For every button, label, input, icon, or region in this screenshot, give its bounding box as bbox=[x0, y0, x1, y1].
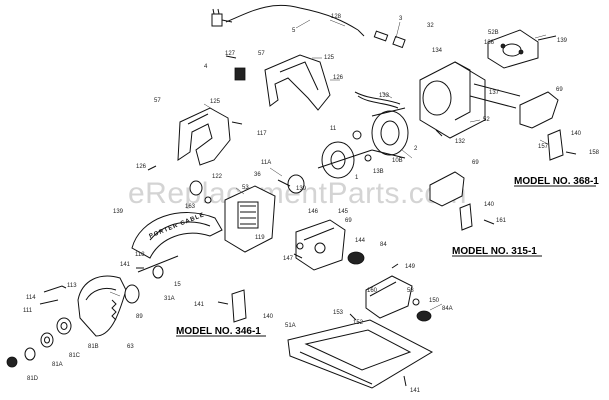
part-label: 58 bbox=[407, 288, 414, 294]
part-label: 137 bbox=[489, 90, 500, 96]
power-cord bbox=[211, 4, 365, 37]
top-handle bbox=[264, 54, 331, 111]
model-label-315: MODEL NO. 315-1 bbox=[452, 246, 537, 257]
part-label: 133 bbox=[379, 93, 390, 99]
part-label: 114 bbox=[26, 295, 36, 301]
part-label: 136 bbox=[484, 40, 495, 46]
part-label: 119 bbox=[255, 235, 265, 241]
part-label: 84 bbox=[380, 242, 387, 248]
part-label: 146 bbox=[308, 209, 319, 215]
part-label: 140 bbox=[263, 314, 274, 320]
part-label: 113 bbox=[67, 283, 77, 289]
part-label: 11 bbox=[330, 126, 337, 132]
part-label: 127 bbox=[225, 51, 236, 57]
part-label: 125 bbox=[324, 55, 335, 61]
part-label: 134 bbox=[432, 48, 443, 54]
brush-parts bbox=[373, 21, 406, 49]
part-label: 52B bbox=[488, 30, 499, 36]
spindle-parts bbox=[111, 255, 179, 321]
part-label: 69 bbox=[556, 87, 563, 93]
screws bbox=[136, 55, 577, 387]
part-label: 111 bbox=[23, 308, 33, 314]
part-label: 57 bbox=[258, 51, 265, 57]
motor-housing bbox=[419, 61, 521, 139]
part-label: 130 bbox=[296, 186, 307, 192]
part-label: 63 bbox=[127, 344, 134, 350]
part-label: 140 bbox=[484, 202, 495, 208]
part-label: 117 bbox=[257, 131, 267, 137]
lower-blade-guard bbox=[77, 275, 127, 337]
part-label: 36 bbox=[254, 172, 261, 178]
lever bbox=[39, 285, 67, 305]
bevel-bracket-346 bbox=[231, 289, 247, 323]
blade-washers bbox=[6, 317, 72, 368]
part-label: 3 bbox=[399, 16, 403, 22]
base-bracket bbox=[365, 275, 432, 322]
rear-handle bbox=[177, 107, 231, 166]
part-label: 13B bbox=[373, 169, 384, 175]
part-label: 4 bbox=[204, 64, 208, 70]
part-label: 89 bbox=[136, 314, 143, 320]
part-label: 128 bbox=[331, 14, 342, 20]
base-shoe bbox=[287, 319, 434, 389]
part-label: 160 bbox=[367, 288, 378, 294]
part-label: 157 bbox=[538, 144, 549, 150]
part-label: 158 bbox=[589, 150, 600, 156]
part-label: 1 bbox=[355, 175, 359, 181]
part-label: 32 bbox=[427, 23, 434, 29]
part-label: 81A bbox=[52, 362, 63, 368]
switch bbox=[234, 67, 246, 81]
end-cap bbox=[487, 29, 557, 69]
part-label: 69 bbox=[345, 218, 352, 224]
part-label: 5 bbox=[292, 28, 296, 34]
depth-bracket bbox=[295, 219, 365, 271]
leader-lines bbox=[109, 19, 549, 311]
part-label: 141 bbox=[194, 302, 205, 308]
part-label: 126 bbox=[333, 75, 344, 81]
part-label: 15 bbox=[174, 282, 181, 288]
part-label: 132 bbox=[455, 139, 466, 145]
part-label: 125 bbox=[210, 99, 221, 105]
part-label: 122 bbox=[212, 174, 223, 180]
part-label: 52 bbox=[483, 117, 490, 123]
part-label: 10B bbox=[392, 158, 403, 164]
part-label: 149 bbox=[405, 264, 416, 270]
part-label: 139 bbox=[557, 38, 568, 44]
part-label: 140 bbox=[571, 131, 582, 137]
part-label: 53 bbox=[242, 185, 249, 191]
part-label: 139 bbox=[113, 209, 124, 215]
part-label: 81B bbox=[88, 344, 99, 350]
part-label: 11A bbox=[261, 160, 271, 166]
part-label: 145 bbox=[338, 209, 349, 215]
part-callouts: 128 5 3 32 52B 136 139 134 127 57 125 4 … bbox=[23, 14, 600, 394]
part-label: 84A bbox=[442, 306, 453, 312]
part-label: 147 bbox=[283, 256, 294, 262]
model-label-346: MODEL NO. 346-1 bbox=[176, 326, 261, 337]
part-label: 141 bbox=[410, 388, 421, 394]
part-label: 153 bbox=[333, 310, 344, 316]
part-label: 141 bbox=[120, 262, 131, 268]
part-label: 81D bbox=[27, 376, 39, 382]
part-label: 118 bbox=[135, 252, 145, 258]
part-label: 126 bbox=[136, 164, 147, 170]
part-label: 152 bbox=[353, 320, 364, 326]
part-label: 81C bbox=[69, 353, 81, 359]
part-label: 51A bbox=[285, 323, 296, 329]
part-label: 2 bbox=[414, 146, 418, 152]
part-label: 57 bbox=[154, 98, 161, 104]
part-label: 150 bbox=[429, 298, 440, 304]
model-label-368: MODEL NO. 368-1 bbox=[514, 176, 599, 187]
upper-blade-guard bbox=[131, 212, 223, 259]
part-label: 163 bbox=[185, 204, 196, 210]
part-label: 69 bbox=[472, 160, 479, 166]
gear-case bbox=[189, 174, 305, 253]
bracket-315 bbox=[429, 171, 473, 231]
part-label: 161 bbox=[496, 218, 507, 224]
bracket-368 bbox=[519, 91, 564, 161]
part-label: 31A bbox=[164, 296, 175, 302]
armature-field bbox=[317, 91, 409, 179]
part-label: 144 bbox=[355, 238, 366, 244]
